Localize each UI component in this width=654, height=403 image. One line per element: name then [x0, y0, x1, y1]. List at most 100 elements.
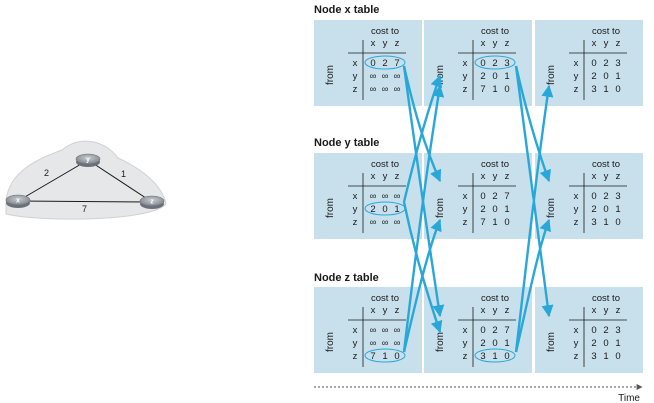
table-cell: 0: [615, 351, 620, 362]
column-header: y: [604, 38, 609, 49]
table-cell: ∞: [370, 217, 377, 228]
distance-vector-highlight: [364, 55, 406, 70]
row-header: x: [574, 191, 579, 202]
column-header: z: [616, 305, 621, 316]
distance-vector-highlight: [364, 348, 406, 363]
table-cell: 1: [603, 217, 608, 228]
column-header: z: [616, 38, 621, 49]
row-header: z: [353, 84, 358, 95]
table-cell: 1: [492, 217, 497, 228]
table-cell: 1: [492, 84, 497, 95]
distance-vector-highlight: [474, 348, 516, 363]
column-header: y: [383, 305, 388, 316]
table-cell: 7: [480, 84, 485, 95]
column-header: x: [371, 38, 376, 49]
arrow-z1-to-y2: [514, 218, 551, 353]
column-header: z: [395, 171, 400, 182]
cost-to-label: cost to: [371, 26, 399, 37]
row-header: y: [353, 338, 358, 349]
table-background: [424, 20, 532, 106]
table-cell: 0: [480, 191, 485, 202]
row-header: z: [574, 351, 579, 362]
table-cell: 3: [591, 351, 596, 362]
table-cell: ∞: [394, 338, 401, 349]
table-background: [314, 153, 422, 239]
column-header: y: [493, 171, 498, 182]
column-header: z: [505, 171, 510, 182]
column-header: z: [505, 38, 510, 49]
router-label-y: y: [86, 157, 90, 164]
table-cell: 2: [591, 71, 596, 82]
table-cell: ∞: [394, 217, 401, 228]
table-background: [535, 153, 643, 239]
table-cell: ∞: [382, 217, 389, 228]
table-cell: 3: [504, 58, 509, 69]
table-cell: ∞: [370, 84, 377, 95]
arrow-y0-to-z1: [402, 201, 443, 334]
row-header: y: [574, 338, 579, 349]
message-arrows: [402, 65, 554, 353]
from-label: from: [435, 198, 446, 218]
table-cell: 0: [591, 191, 596, 202]
row-header: x: [463, 58, 468, 69]
table-cell: 2: [370, 204, 375, 215]
time-axis-label: Time: [618, 393, 640, 403]
table-cell: 0: [603, 204, 608, 215]
cost-to-label: cost to: [371, 293, 399, 304]
row-header: z: [463, 351, 468, 362]
table-cell: 3: [615, 58, 620, 69]
from-label: from: [546, 65, 557, 85]
row-header: x: [353, 325, 358, 336]
table-cell: 1: [382, 351, 387, 362]
node-y-table-title: Node y table: [314, 137, 379, 149]
table-cell: 0: [492, 71, 497, 82]
column-header: y: [493, 38, 498, 49]
table-cell: 2: [492, 58, 497, 69]
table-cell: 1: [615, 71, 620, 82]
row-header: y: [463, 71, 468, 82]
table-cell: 0: [394, 351, 399, 362]
column-header: x: [481, 305, 486, 316]
from-label: from: [325, 198, 336, 218]
table-cell: 0: [480, 58, 485, 69]
arrow-z0-to-y1: [402, 218, 442, 353]
table-cell: 2: [480, 71, 485, 82]
table-cell: 0: [603, 338, 608, 349]
table-cell: 2: [382, 58, 387, 69]
table-cell: 7: [504, 191, 509, 202]
table-cell: 1: [492, 351, 497, 362]
table-cell: 1: [603, 351, 608, 362]
from-label: from: [435, 332, 446, 352]
table-cell: ∞: [382, 71, 389, 82]
table-cell: ∞: [370, 191, 377, 202]
table-cell: 2: [591, 338, 596, 349]
link-cost-y-z: 1: [121, 169, 126, 179]
row-header: z: [353, 351, 358, 362]
cost-to-label: cost to: [481, 159, 509, 170]
table-cell: 1: [504, 338, 509, 349]
table-cell: 0: [591, 58, 596, 69]
router-icon-z: z: [139, 195, 165, 209]
row-header: y: [463, 204, 468, 215]
table-cell: 2: [480, 204, 485, 215]
table-cell: 0: [615, 84, 620, 95]
from-label: from: [546, 332, 557, 352]
arrow-z1-to-x2: [514, 84, 554, 353]
from-label: from: [325, 332, 336, 352]
column-header: x: [592, 305, 597, 316]
table-cell: 2: [603, 58, 608, 69]
table-cell: ∞: [370, 338, 377, 349]
table-cell: 7: [504, 325, 509, 336]
table-cell: 3: [615, 325, 620, 336]
column-header: x: [481, 38, 486, 49]
arrow-x1-to-y2: [514, 65, 551, 183]
router-icon-y: y: [75, 153, 101, 167]
table-background: [535, 20, 643, 106]
table-cell: ∞: [382, 84, 389, 95]
column-header: x: [592, 171, 597, 182]
node-z-table-title: Node z table: [314, 272, 379, 284]
